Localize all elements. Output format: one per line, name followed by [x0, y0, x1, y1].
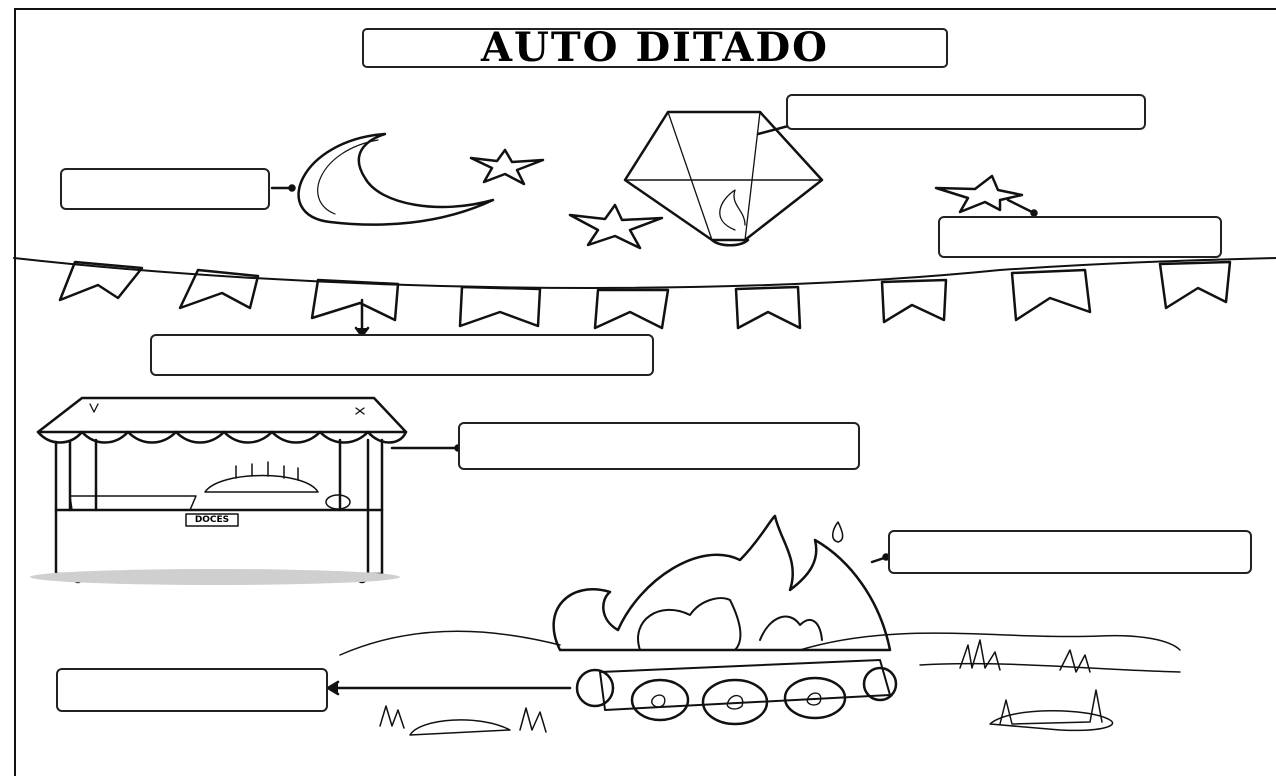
star-icon [471, 150, 543, 184]
star-icon [570, 205, 662, 248]
grass-tuft [520, 708, 546, 732]
moon-icon [299, 134, 493, 225]
answer-box-stall[interactable] [458, 422, 860, 470]
rock [410, 720, 510, 735]
stall-sign: DOCES [186, 514, 238, 526]
title-box: AUTO DITADO [362, 28, 948, 68]
answer-box-fire[interactable] [888, 530, 1252, 574]
rock [990, 711, 1113, 731]
star-icon [936, 176, 1022, 212]
stall-icon [38, 398, 406, 582]
fire-icon [554, 516, 890, 650]
answer-box-star[interactable] [938, 216, 1222, 258]
answer-box-moon[interactable] [60, 168, 270, 210]
answer-box-balloon[interactable] [786, 94, 1146, 130]
answer-box-bunting[interactable] [150, 334, 654, 376]
grass-tuft [1000, 690, 1102, 724]
answer-box-logs[interactable] [56, 668, 328, 712]
logs-icon [577, 660, 896, 724]
stall-sign-label: DOCES [195, 515, 229, 525]
grass-tuft [1060, 650, 1090, 672]
grass-tuft [380, 706, 404, 728]
hills [340, 631, 1180, 655]
grass-tuft [960, 640, 1000, 670]
page-title: AUTO DITADO [481, 28, 829, 68]
